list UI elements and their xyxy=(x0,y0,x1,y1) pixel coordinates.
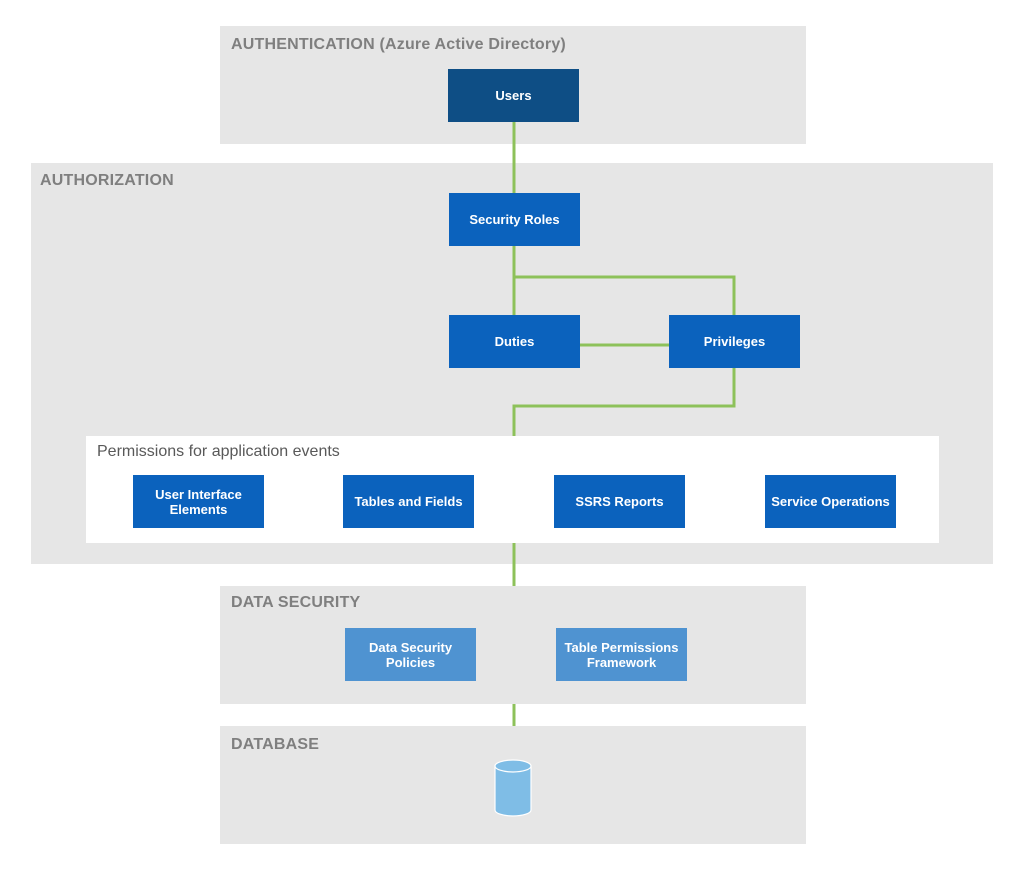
security-roles-box: Security Roles xyxy=(449,193,580,246)
permission-tables-fields-label: Tables and Fields xyxy=(354,494,463,509)
permission-ui-elements-label: User Interface Elements xyxy=(155,486,242,517)
database-title: DATABASE xyxy=(231,736,320,753)
authentication-title: AUTHENTICATION (Azure Active Directory) xyxy=(231,36,566,53)
users-box: Users xyxy=(448,69,579,122)
data-security-policies-box: Data Security Policies xyxy=(345,628,476,681)
permission-tables-fields-box: Tables and Fields xyxy=(343,475,474,528)
permission-ssrs-reports-label: SSRS Reports xyxy=(575,494,664,509)
permissions-title: Permissions for application events xyxy=(97,443,340,460)
permission-service-operations-box: Service Operations xyxy=(765,475,896,528)
privileges-box: Privileges xyxy=(669,315,800,368)
duties-label: Duties xyxy=(494,334,535,349)
permission-ssrs-reports-box: SSRS Reports xyxy=(554,475,685,528)
authorization-title: AUTHORIZATION xyxy=(40,172,174,189)
permission-service-operations-label: Service Operations xyxy=(771,494,890,509)
database-icon xyxy=(494,759,532,817)
data-security-panel xyxy=(220,586,806,704)
table-permissions-framework-label: Table Permissions Framework xyxy=(564,639,679,670)
table-permissions-framework-box: Table Permissions Framework xyxy=(556,628,687,681)
security-roles-label: Security Roles xyxy=(469,212,560,227)
connector-roles-privileges xyxy=(514,275,736,315)
privileges-label: Privileges xyxy=(703,334,766,349)
duties-box: Duties xyxy=(449,315,580,368)
connector-privileges-permissions xyxy=(512,367,736,436)
users-label: Users xyxy=(495,88,532,103)
data-security-title: DATA SECURITY xyxy=(231,594,361,611)
data-security-policies-label: Data Security Policies xyxy=(368,639,453,670)
permission-ui-elements-box: User Interface Elements xyxy=(133,475,264,528)
